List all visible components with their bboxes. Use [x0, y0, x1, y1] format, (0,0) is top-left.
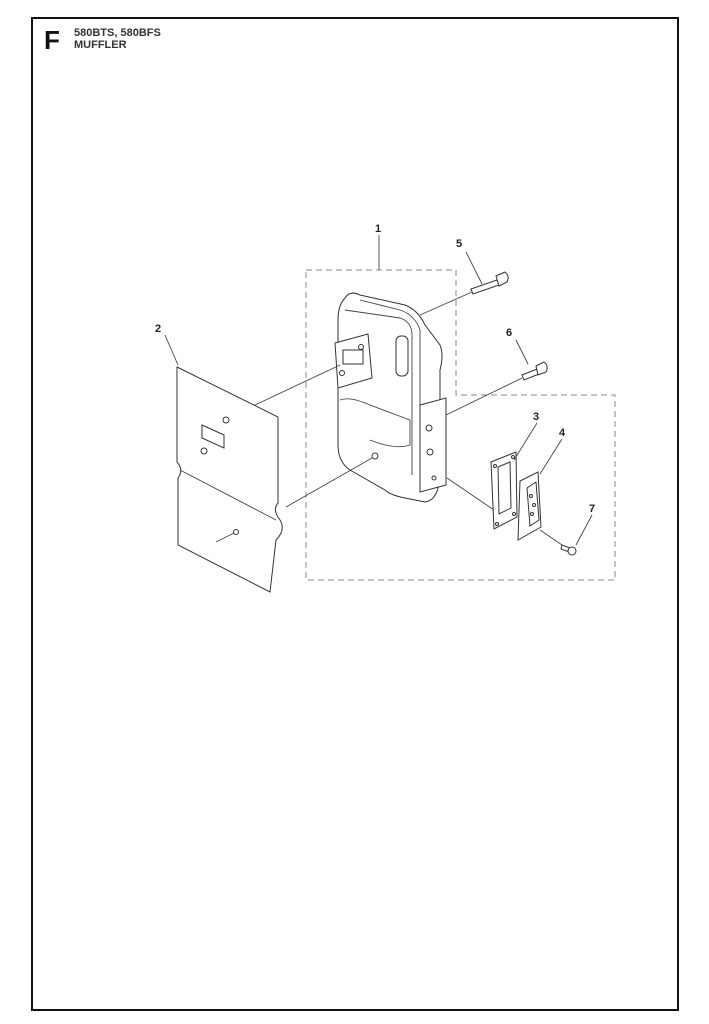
- spark-arrestor-part-4[interactable]: [517, 471, 542, 541]
- model-names: 580BTS, 580BFS: [74, 27, 161, 39]
- callout-5: 5: [456, 238, 462, 250]
- bolt-part-6[interactable]: [521, 361, 548, 381]
- callout-7: 7: [589, 503, 595, 515]
- gasket-part-3[interactable]: [490, 451, 518, 530]
- header-text: 580BTS, 580BFS MUFFLER: [74, 27, 161, 51]
- assembly-lines: [254, 291, 563, 546]
- callout-leaders: [164, 235, 593, 546]
- page-frame: [31, 17, 679, 1011]
- callout-4: 4: [559, 427, 566, 439]
- heat-shield-part-2[interactable]: [176, 366, 283, 593]
- callout-6: 6: [506, 327, 512, 339]
- callout-1: 1: [375, 223, 381, 235]
- muffler-body-part-1[interactable]: [334, 292, 447, 503]
- bolt-part-5[interactable]: [470, 271, 509, 295]
- diagram-title: MUFFLER: [74, 39, 127, 51]
- callout-2: 2: [155, 323, 161, 335]
- assembly-boundary: [305, 269, 616, 581]
- callout-3: 3: [533, 411, 539, 423]
- section-letter: F: [44, 25, 60, 55]
- screw-part-7[interactable]: [560, 544, 577, 556]
